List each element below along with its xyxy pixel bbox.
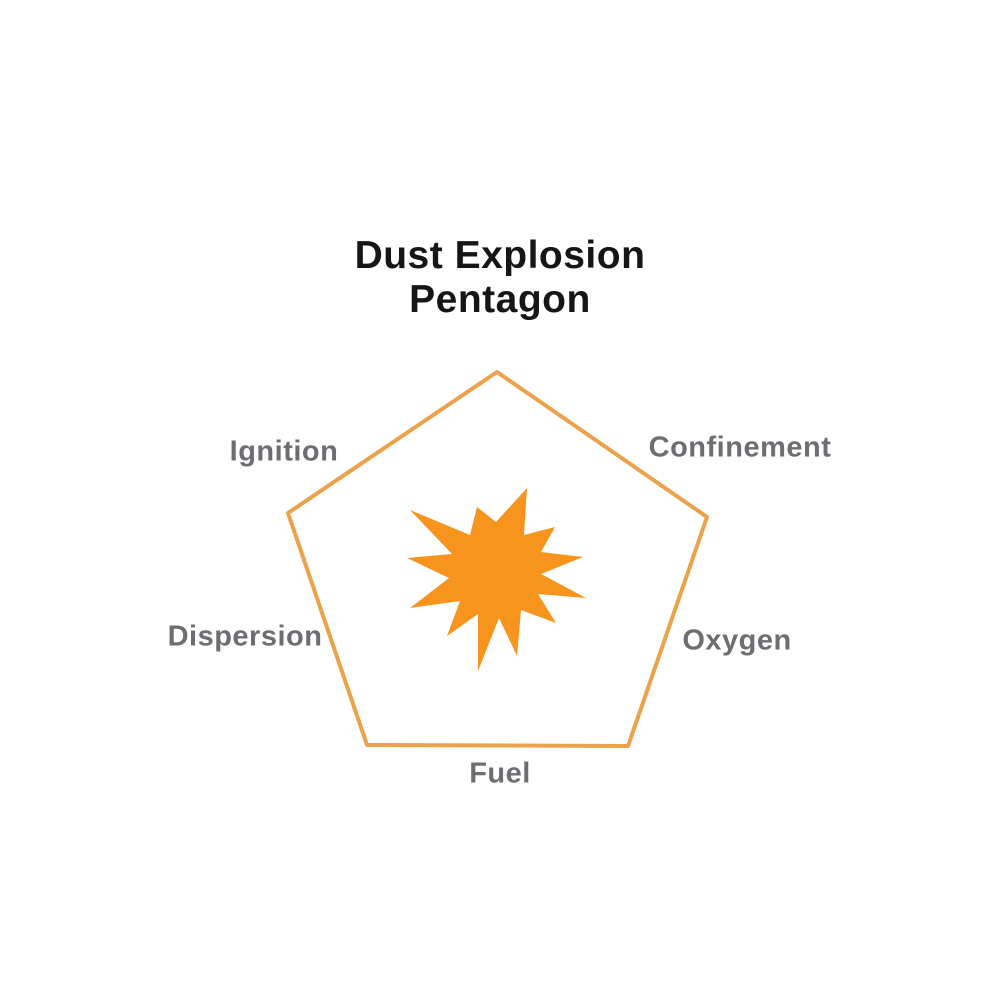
page-title-line2: Pentagon [409,278,591,321]
explosion-starburst-icon [407,488,586,671]
pentagon-outline-shape [286,370,709,748]
pentagon-label-oxygen: Oxygen [682,624,792,657]
page-title: Dust Explosion Pentagon [0,234,1000,322]
pentagon-label-ignition: Ignition [229,435,339,468]
pentagon-label-dispersion: Dispersion [167,620,323,653]
pentagon-label-fuel: Fuel [469,757,531,790]
page-title-line1: Dust Explosion [354,234,646,277]
pentagon-label-confinement: Confinement [648,431,832,464]
